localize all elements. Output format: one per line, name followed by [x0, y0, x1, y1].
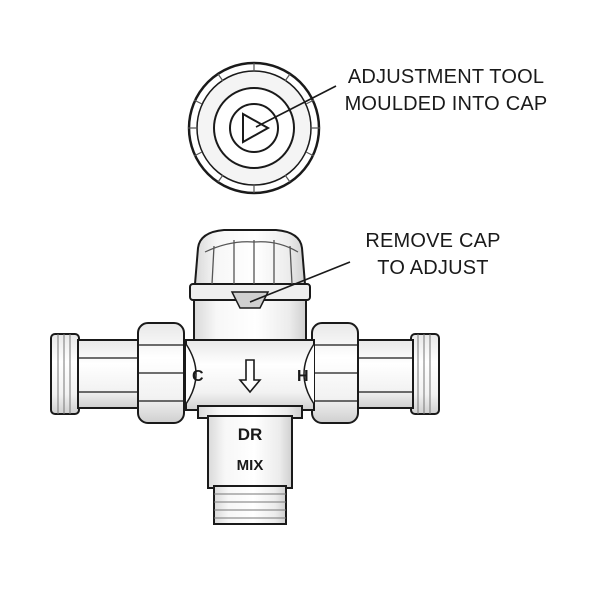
callout-adjustment-tool-line-2: MOULDED INTO CAP	[344, 93, 548, 115]
valve-assembly	[50, 229, 440, 525]
cap-top-view	[187, 61, 321, 195]
leader-line-cap	[249, 261, 351, 303]
cap-knurling	[188, 63, 320, 193]
hot-label: H	[297, 368, 309, 385]
outlet-fitting	[207, 415, 293, 525]
valve-body	[185, 297, 315, 419]
leader-line-tool	[255, 85, 337, 128]
triangle-tool-icon	[242, 112, 271, 144]
bonnet-cap	[189, 229, 311, 309]
model-label: MIX	[237, 457, 264, 474]
callout-remove-cap: REMOVE CAP TO ADJUST	[348, 228, 518, 282]
callout-adjustment-tool-line-1: ADJUSTMENT TOOL	[347, 66, 545, 88]
left-inlet-fitting	[50, 322, 185, 424]
right-inlet-fitting	[311, 322, 440, 424]
callout-adjustment-tool: ADJUSTMENT TOOL MOULDED INTO CAP	[336, 64, 556, 118]
callout-remove-cap-line-2: TO ADJUST	[377, 257, 489, 279]
callout-remove-cap-line-1: REMOVE CAP	[365, 230, 501, 252]
cold-label: C	[192, 368, 204, 385]
flow-arrow-icon	[238, 359, 262, 394]
brand-label: DR	[238, 425, 263, 444]
